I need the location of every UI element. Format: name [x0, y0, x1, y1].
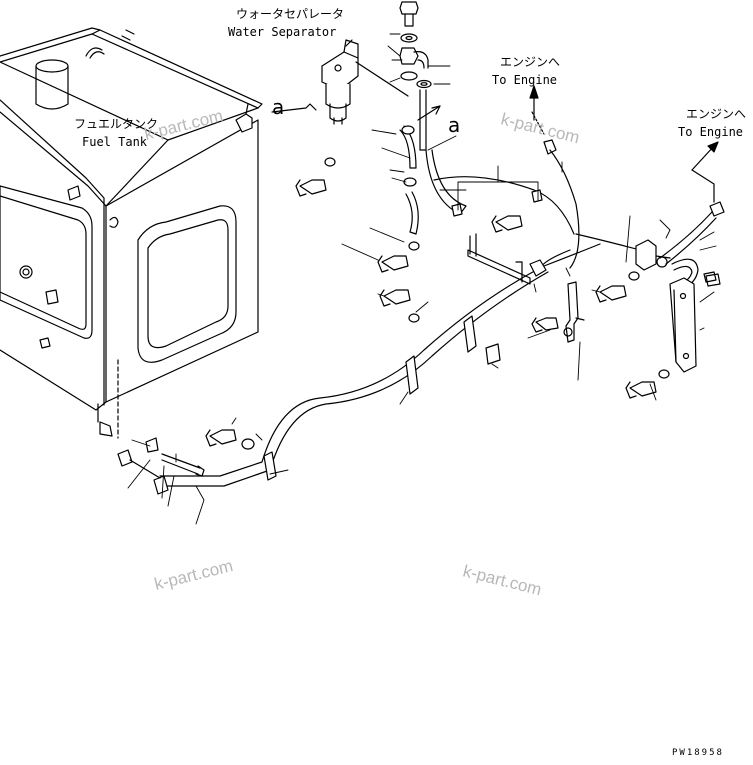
- watermark-4: k-part.com: [461, 561, 544, 599]
- fuel-tank-en-label: Fuel Tank: [82, 135, 148, 149]
- watermark-2: k-part.com: [499, 109, 582, 147]
- to-engine-1-jp-label: エンジンへ: [500, 55, 560, 69]
- fitting-stack: [399, 1, 467, 215]
- fuel-tank: [0, 27, 263, 439]
- to-engine-2-jp-label: エンジンへ: [686, 107, 746, 121]
- view-a-arrow-1: [417, 105, 441, 121]
- fuel-tank-jp-label: フュエルタンク: [74, 117, 158, 131]
- separator-leader: [355, 61, 409, 97]
- upper-hoses: [295, 125, 575, 235]
- water-separator-en-label: Water Separator: [228, 25, 336, 39]
- middle-bracket: [377, 215, 531, 285]
- drawing-code: PW18958: [672, 748, 724, 758]
- view-a-label-1: a: [272, 95, 284, 119]
- watermark-3: k-part.com: [152, 556, 235, 594]
- to-engine-2-en-label: To Engine: [678, 125, 743, 139]
- leader-lines: [127, 33, 717, 525]
- to-engine-arrow-2: [691, 145, 715, 171]
- water-separator: [321, 39, 359, 125]
- flow-arrows: [271, 85, 719, 203]
- to-engine-1-en-label: To Engine: [492, 73, 557, 87]
- right-hardware: [485, 139, 725, 399]
- view-a-label-2: a: [448, 113, 460, 137]
- water-separator-jp-label: ウォータセパレータ: [236, 7, 344, 21]
- fuel-lines: [117, 243, 601, 495]
